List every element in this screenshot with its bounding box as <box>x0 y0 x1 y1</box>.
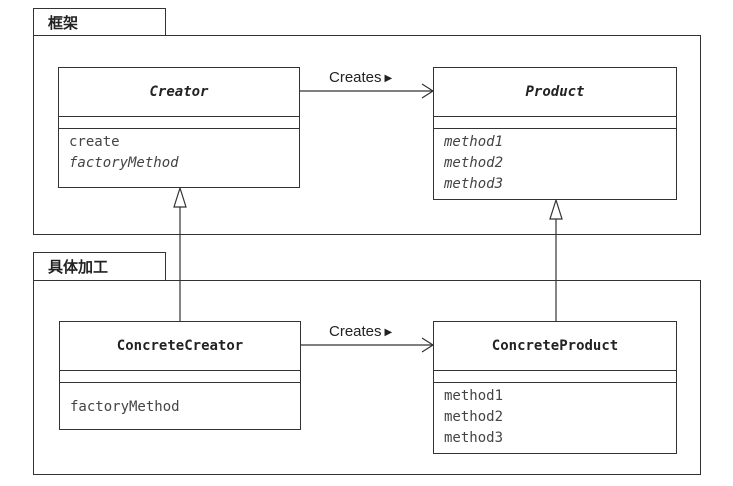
class-creator: Creator create factoryMethod <box>58 67 300 188</box>
package-concrete <box>33 280 701 475</box>
operation: method1 <box>444 134 504 150</box>
triangle-right-icon: ▶ <box>384 73 393 84</box>
class-concrete-product: ConcreteProduct method1 method2 method3 <box>433 321 677 454</box>
creates-label-top: Creates▶ <box>329 69 393 86</box>
class-product: Product method1 method2 method3 <box>433 67 677 200</box>
class-concrete-creator: ConcreteCreator factoryMethod <box>59 321 301 430</box>
class-operations: method1 method2 method3 <box>434 129 676 195</box>
triangle-right-icon: ▶ <box>384 327 393 338</box>
class-name: Creator <box>59 68 299 117</box>
operation: factoryMethod <box>69 155 179 171</box>
creates-label-bottom: Creates▶ <box>329 323 393 340</box>
class-operations: method1 method2 method3 <box>434 383 676 449</box>
operation: factoryMethod <box>70 399 180 415</box>
class-name: Product <box>434 68 676 117</box>
package-tab-concrete: 具体加工 <box>33 252 166 280</box>
inheritance-triangle-product <box>549 198 563 220</box>
operation: method2 <box>444 155 504 171</box>
operation: create <box>69 134 120 150</box>
class-attributes <box>434 117 676 129</box>
class-name: ConcreteCreator <box>60 322 300 371</box>
operation: method2 <box>444 409 504 425</box>
package-label-framework: 框架 <box>48 14 79 32</box>
class-attributes <box>60 371 300 383</box>
package-label-concrete: 具体加工 <box>48 258 109 276</box>
class-name: ConcreteProduct <box>434 322 676 371</box>
package-tab-framework: 框架 <box>33 8 166 35</box>
operation: method3 <box>444 176 504 192</box>
inheritance-triangle-creator <box>173 186 187 208</box>
class-attributes <box>59 117 299 129</box>
package-framework <box>33 35 701 235</box>
class-operations: create factoryMethod <box>59 129 299 174</box>
operation: method3 <box>444 430 504 446</box>
class-attributes <box>434 371 676 383</box>
class-operations: factoryMethod <box>60 383 300 418</box>
operation: method1 <box>444 388 504 404</box>
